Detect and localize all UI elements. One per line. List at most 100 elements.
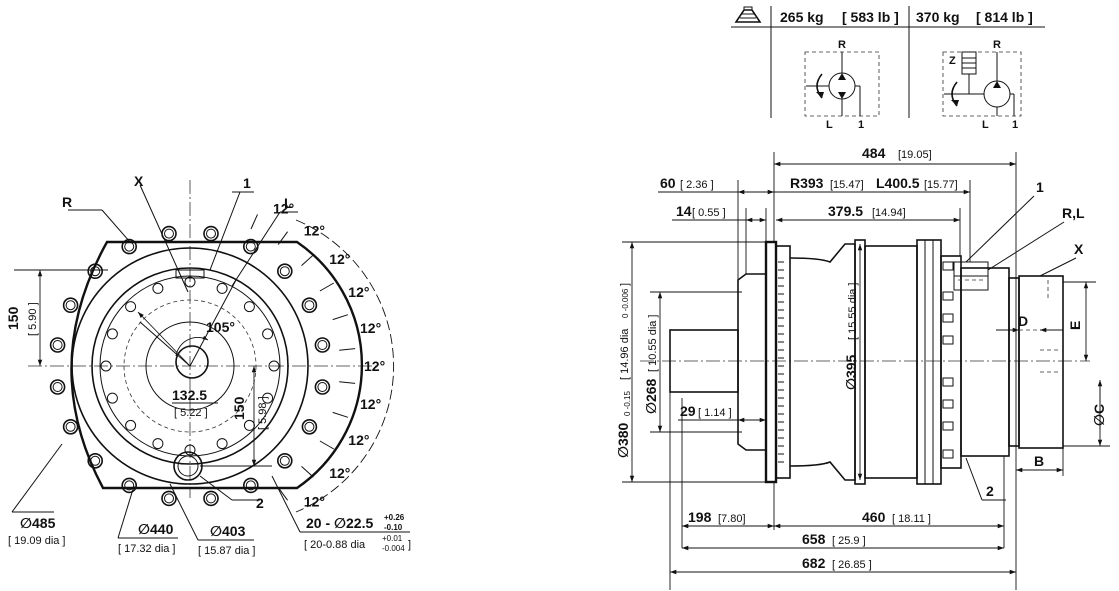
front-label-l: L: [284, 195, 293, 211]
front-holes-in: [ 20-0.88 dia: [304, 539, 366, 551]
bolt-hole: [301, 418, 318, 435]
bolt-hole: [276, 452, 293, 469]
front-dim-150: 150: [5, 306, 21, 330]
bolt-hole: [121, 238, 137, 255]
bolt-hole: [301, 297, 318, 314]
bolt-hole: [243, 477, 259, 494]
front-label-r: R: [62, 194, 72, 210]
weight-table: 265 kg [ 583 lb ] 370 kg [ 814 lb ] R L …: [731, 6, 1045, 131]
front-view: X 1 R L 2 150 [ 5.90 ] 105° 132.5 [ 5.22…: [5, 173, 411, 557]
inner-hole: [262, 392, 274, 404]
body-bolts: [942, 261, 954, 459]
front-dim-v150-in: [ 5.98 ]: [257, 396, 269, 430]
inner-hole: [100, 360, 112, 372]
angle-12-label: 12°: [360, 396, 381, 412]
weight-icon: [734, 6, 762, 23]
side-d3795-in: [14.94]: [872, 207, 906, 219]
front-holes-tol-dn: -0.10: [384, 523, 403, 532]
flange-ticks: [778, 261, 784, 463]
side-d268: ∅268: [643, 378, 659, 414]
hydraulic-schematic-2: Z R L 1: [942, 39, 1022, 131]
bolt-hole: [203, 225, 219, 242]
side-d29: 29: [680, 403, 696, 419]
side-d198: 198: [688, 509, 712, 525]
body-bolt: [942, 291, 954, 301]
side-l4005: L400.5: [876, 175, 920, 191]
front-r1325: 132.5: [172, 387, 207, 403]
side-d460: 460: [862, 509, 886, 525]
schem2-z: Z: [949, 55, 956, 67]
body-bolt: [942, 449, 954, 459]
bolt-hole: [121, 477, 137, 494]
flange-outline: [70, 240, 364, 490]
schem2-l: L: [982, 119, 989, 131]
side-d682: 682: [802, 555, 826, 571]
bolt-hole: [314, 379, 331, 395]
body-bolt: [942, 377, 954, 387]
schem2-r: R: [993, 39, 1001, 51]
weight-col2: 370 kg: [916, 9, 960, 25]
bolt-hole: [276, 263, 293, 280]
front-d403: ∅403: [210, 523, 246, 539]
side-d380-tol: 0 -0.15: [623, 391, 632, 416]
angle-12-label: 12°: [364, 358, 385, 374]
front-d440-in: [ 17.32 dia ]: [118, 543, 176, 555]
front-d440: ∅440: [138, 521, 174, 537]
front-d403-in: [ 15.87 dia ]: [198, 545, 256, 557]
inner-hole: [125, 419, 137, 431]
bolt-hole: [49, 337, 66, 353]
front-label-2: 2: [256, 495, 264, 511]
weight-col2-lb: [ 814 lb ]: [976, 9, 1033, 25]
side-label-e: E: [1067, 321, 1083, 330]
angle-12-label: 12°: [360, 320, 381, 336]
front-angle-105: 105°: [206, 319, 235, 335]
angle-12-label: 12°: [348, 432, 369, 448]
schem1-r: R: [838, 39, 846, 51]
side-r393: R393: [790, 175, 824, 191]
side-view: 484 [19.05] 60 [ 2.36 ] R393 [15.47] L40…: [615, 145, 1110, 590]
body-bolt: [942, 313, 954, 323]
side-d380-close: ]: [619, 283, 631, 286]
body-bolt: [942, 335, 954, 345]
schem2-1: 1: [1012, 119, 1018, 131]
side-d14-in: [ 0.55 ]: [692, 207, 726, 219]
side-d198-in: [7.80]: [718, 513, 746, 525]
inner-hole: [216, 438, 228, 450]
side-d380-in-tol: 0 -0.006: [621, 288, 630, 318]
side-d380: ∅380: [615, 422, 631, 458]
bolt-hole: [62, 418, 79, 435]
bolt-hole: [314, 337, 331, 353]
front-dim-150-in: [ 5.90 ]: [27, 302, 39, 336]
side-d29-in: [ 1.14 ]: [698, 407, 732, 419]
side-d3795: 379.5: [828, 203, 863, 219]
side-d484: 484: [862, 145, 886, 161]
bolt-hole: [203, 490, 219, 507]
front-holes-tol-up: +0.26: [384, 513, 405, 522]
front-holes-in-tol-up: +0.01: [382, 534, 403, 543]
hydraulic-schematic-1: R L 1: [804, 39, 880, 131]
inner-hole: [216, 282, 228, 294]
weight-col1: 265 kg: [780, 9, 824, 25]
inner-hole: [262, 328, 274, 340]
angle-12-label: 12°: [348, 284, 369, 300]
angle-12-label: 12°: [329, 465, 350, 481]
side-d395: ∅395: [843, 354, 859, 390]
inner-hole: [268, 360, 280, 372]
front-label-x: X: [134, 173, 144, 189]
inner-hole: [125, 301, 137, 313]
bolt-hole: [87, 263, 103, 280]
side-d460-in: [ 18.11 ]: [892, 513, 931, 525]
side-label-x: X: [1074, 241, 1084, 257]
angle-12-label: 12°: [304, 223, 325, 239]
body-bolt: [942, 261, 954, 271]
side-label-2: 2: [986, 483, 994, 499]
side-d658: 658: [802, 531, 826, 547]
side-d395-in: [ 15.55 dia ]: [847, 283, 859, 341]
side-label-c: ∅C: [1091, 404, 1107, 426]
side-d14: 14: [676, 203, 692, 219]
schem1-l: L: [826, 119, 833, 131]
side-label-d: D: [1018, 313, 1028, 329]
side-d658-in: [ 25.9 ]: [832, 535, 866, 547]
inner-hole: [152, 438, 164, 450]
